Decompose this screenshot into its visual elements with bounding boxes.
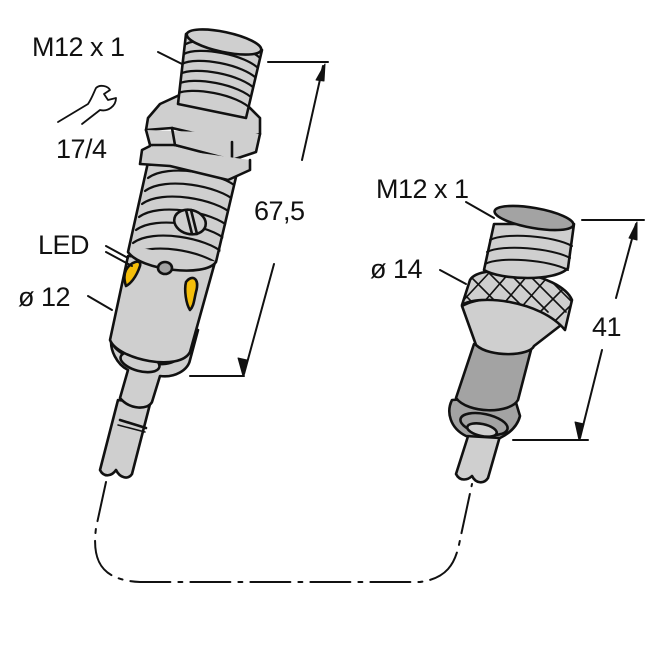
sensor-led-label: LED xyxy=(38,230,90,260)
cable-link xyxy=(94,481,473,583)
proximity-sensor xyxy=(98,28,264,479)
sensor-length-label: 67,5 xyxy=(254,196,305,226)
sensor-diameter-label: ø 12 xyxy=(18,282,71,312)
led-indicator xyxy=(183,276,199,312)
connector-length-label: 41 xyxy=(592,312,622,342)
dimension-67-5 xyxy=(189,61,329,377)
sensor-thread-label: M12 x 1 xyxy=(32,32,125,62)
dimension-41 xyxy=(512,219,645,441)
led-indicator xyxy=(123,260,142,288)
connector-diameter-label: ø 14 xyxy=(370,254,423,284)
sensor-cable xyxy=(98,398,152,479)
wrench-icon xyxy=(57,84,117,125)
connector-cable xyxy=(454,428,502,484)
connector-thread-label: M12 x 1 xyxy=(376,174,469,204)
m12-connector xyxy=(448,204,576,484)
sensor-wrench-label: 17/4 xyxy=(56,134,107,164)
